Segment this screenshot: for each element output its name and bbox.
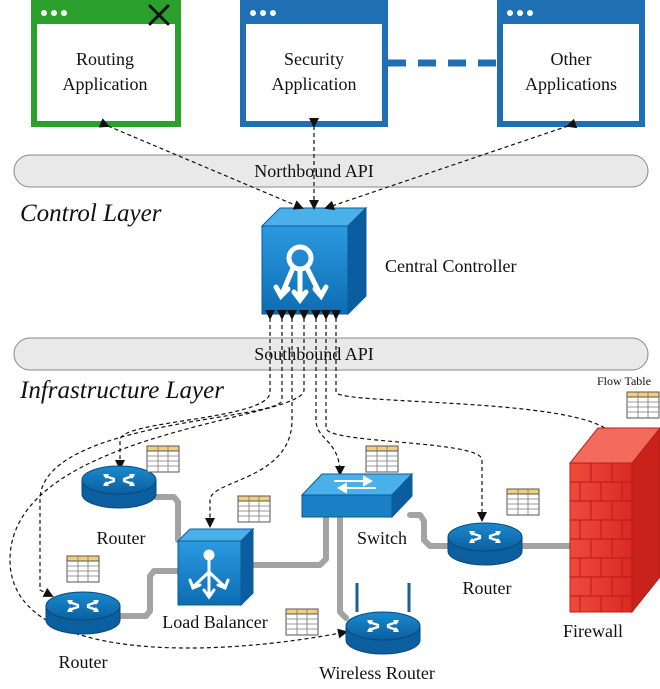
security-app-window[interactable]: Security Application: [240, 0, 388, 127]
flow-table-icon-router-top: [146, 445, 180, 473]
flow-table-icon-wireless-router: [285, 608, 319, 636]
switch-arrows-icon: [334, 475, 376, 494]
link-router-top-lb: [153, 494, 181, 543]
flow-table-label: Flow Table: [597, 374, 651, 388]
antenna-icons: [355, 583, 411, 612]
router-bottom-label: Router: [59, 652, 108, 672]
flow-table-icon-router-right: [506, 488, 540, 516]
routing-app-line2: Application: [63, 74, 148, 94]
firewall-label: Firewall: [563, 621, 623, 641]
security-app-line2: Application: [272, 74, 357, 94]
link-switch-wireless: [337, 513, 349, 621]
northbound-api-bar: Northbound API: [13, 154, 649, 188]
central-controller-label: Central Controller: [385, 256, 516, 276]
router-bottom[interactable]: [44, 590, 122, 636]
central-controller[interactable]: [260, 206, 368, 316]
firewall[interactable]: [568, 427, 660, 614]
other-apps-line1: Other: [551, 49, 592, 69]
southbound-api-bar: Southbound API: [13, 337, 649, 371]
other-apps-line2: Applications: [525, 74, 617, 94]
infrastructure-layer-label: Infrastructure Layer: [19, 377, 224, 404]
router-top[interactable]: [80, 464, 158, 510]
security-app-line1: Security: [284, 49, 344, 69]
switch-label: Switch: [357, 528, 407, 548]
link-lb-switch: [250, 513, 329, 568]
router-top-label: Router: [97, 528, 146, 548]
router-right-label: Router: [463, 578, 512, 598]
load-balancer-icon: [188, 549, 230, 600]
link-router-bottom-lb: [117, 568, 181, 619]
controller-icon: [273, 244, 329, 305]
link-switch-router-right: [407, 512, 451, 549]
flow-table-icon-switch: [365, 445, 399, 473]
brick-pattern: [570, 463, 632, 612]
other-apps-window[interactable]: Other Applications: [497, 0, 645, 127]
flow-table-icon-firewall: [626, 391, 660, 419]
switch[interactable]: [300, 472, 414, 519]
routing-app-line1: Routing: [76, 49, 134, 69]
flow-table-icon-load-balancer: [237, 495, 271, 523]
flow-table-icon-router-bottom: [66, 555, 100, 583]
control-layer-label: Control Layer: [20, 200, 162, 227]
load-balancer[interactable]: [176, 527, 255, 607]
wireless-router-label: Wireless Router: [319, 663, 435, 683]
southbound-arrows: [9, 310, 619, 649]
wireless-router[interactable]: [344, 583, 422, 656]
tools-icon: [148, 4, 170, 26]
southbound-api-label: Southbound API: [254, 344, 374, 364]
load-balancer-label: Load Balancer: [162, 612, 267, 632]
routing-app-window[interactable]: Routing Application: [31, 0, 181, 127]
northbound-arrows: [98, 118, 578, 211]
router-right[interactable]: [446, 521, 524, 567]
